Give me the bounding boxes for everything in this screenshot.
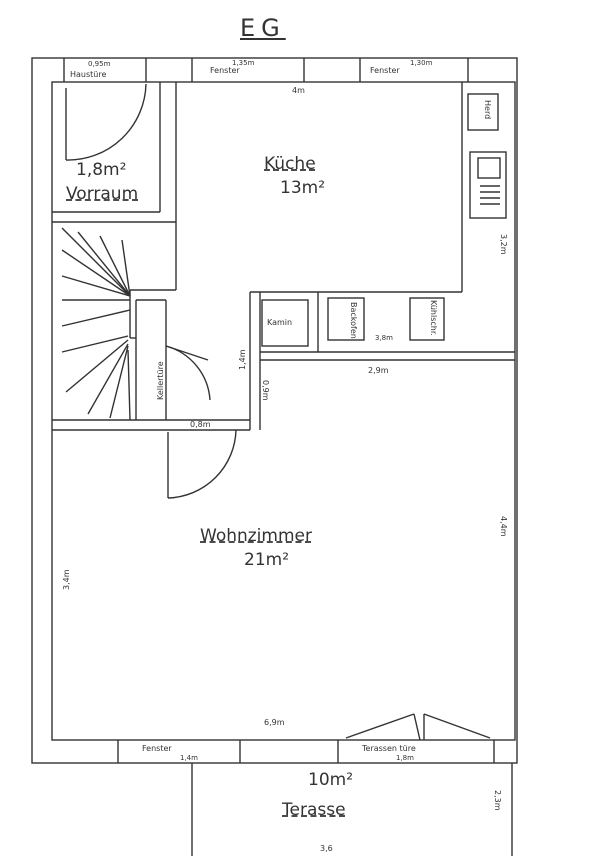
terrace-name: Terasse [282, 800, 346, 820]
front-door-width: 0,95m [88, 60, 111, 68]
kitchen-area: 13m² [280, 178, 326, 198]
cellar-door-swing [165, 345, 211, 401]
inner-wall [51, 81, 516, 741]
terrace-bottom-dim: 3,6 [320, 844, 333, 853]
vorraum-area: 1,8m² [76, 160, 127, 180]
kitchen-right-dim: 3,2m [499, 234, 508, 255]
window-bottom-label: Fenster [142, 744, 172, 753]
wall-left-dim: 1,4m [238, 349, 247, 370]
terrace-door-width: 1,8m [396, 754, 414, 762]
window-bottom-width: 1,4m [180, 754, 198, 762]
stove-label: Herd [483, 100, 492, 120]
kitchen-name: Küche [264, 154, 316, 174]
oven-label: Backofen [349, 302, 358, 339]
window2-width: 1,30m [410, 59, 433, 67]
oven-box [327, 297, 365, 341]
stove-box [467, 93, 499, 131]
staircase [61, 227, 131, 421]
terrace-door-left [345, 713, 415, 739]
vorraum-name: Vorraum [66, 184, 139, 204]
wall-small-dim: 0,9m [261, 380, 270, 401]
opening-dim: 0,8m [190, 420, 211, 429]
sink-box [469, 151, 507, 219]
floor-title: EG [240, 14, 286, 42]
fridge-label: Kühlschr. [429, 300, 438, 336]
living-door-swing [167, 429, 237, 499]
living-bottom-dim: 6,9m [264, 718, 285, 727]
front-door-label: Haustüre [70, 70, 107, 79]
living-right-dim: 4,4m [499, 516, 508, 537]
window1-width: 1,35m [232, 59, 255, 67]
window2-label: Fenster [370, 66, 400, 75]
living-left-dim: 3,4m [62, 569, 71, 590]
terrace-area: 10m² [308, 770, 354, 790]
front-door-swing [65, 83, 147, 161]
living-area: 21m² [244, 550, 290, 570]
fridge-box [409, 297, 445, 341]
kitchen-width-dim: 4m [292, 86, 305, 95]
terrace-door-label: Terassen türe [362, 744, 416, 753]
living-name: Wohnzimmer [200, 526, 312, 546]
fireplace-label: Kamin [267, 318, 293, 327]
terrace-door-right [423, 713, 491, 739]
cellar-door-label: Kellertüre [156, 361, 165, 400]
kitchen-bottom-dim: 2,9m [368, 366, 389, 375]
terrace-side-dim: 2,3m [493, 790, 502, 811]
window1-label: Fenster [210, 66, 240, 75]
kitchen-bottom-dim-inv: 3,8m [375, 334, 393, 342]
outer-wall [31, 57, 518, 764]
fireplace-box [261, 299, 309, 347]
